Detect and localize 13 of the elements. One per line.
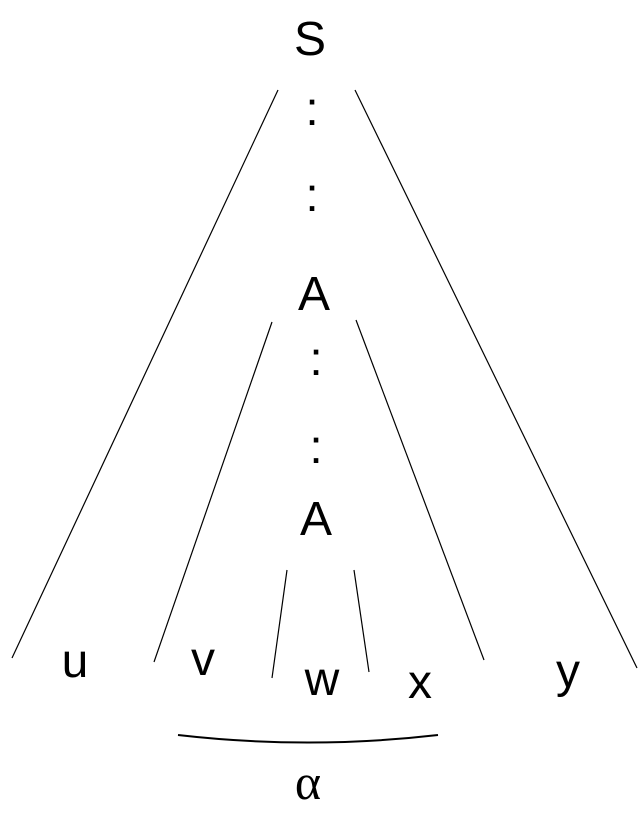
symbol-label: A bbox=[298, 271, 330, 319]
symbol-label: v bbox=[191, 636, 215, 684]
symbol-label: u bbox=[62, 638, 88, 686]
alpha-label: α bbox=[294, 757, 322, 807]
symbol-label: x bbox=[408, 659, 432, 707]
ellipsis-colon: : bbox=[309, 336, 323, 384]
ellipsis-colon: : bbox=[309, 424, 323, 472]
symbol-label: y bbox=[556, 648, 580, 696]
ellipsis-colon: : bbox=[305, 172, 319, 220]
ellipsis-colon: : bbox=[305, 86, 319, 134]
symbol-label: w bbox=[304, 656, 340, 704]
symbol-label: A bbox=[300, 496, 332, 544]
symbol-label: S bbox=[294, 16, 326, 64]
